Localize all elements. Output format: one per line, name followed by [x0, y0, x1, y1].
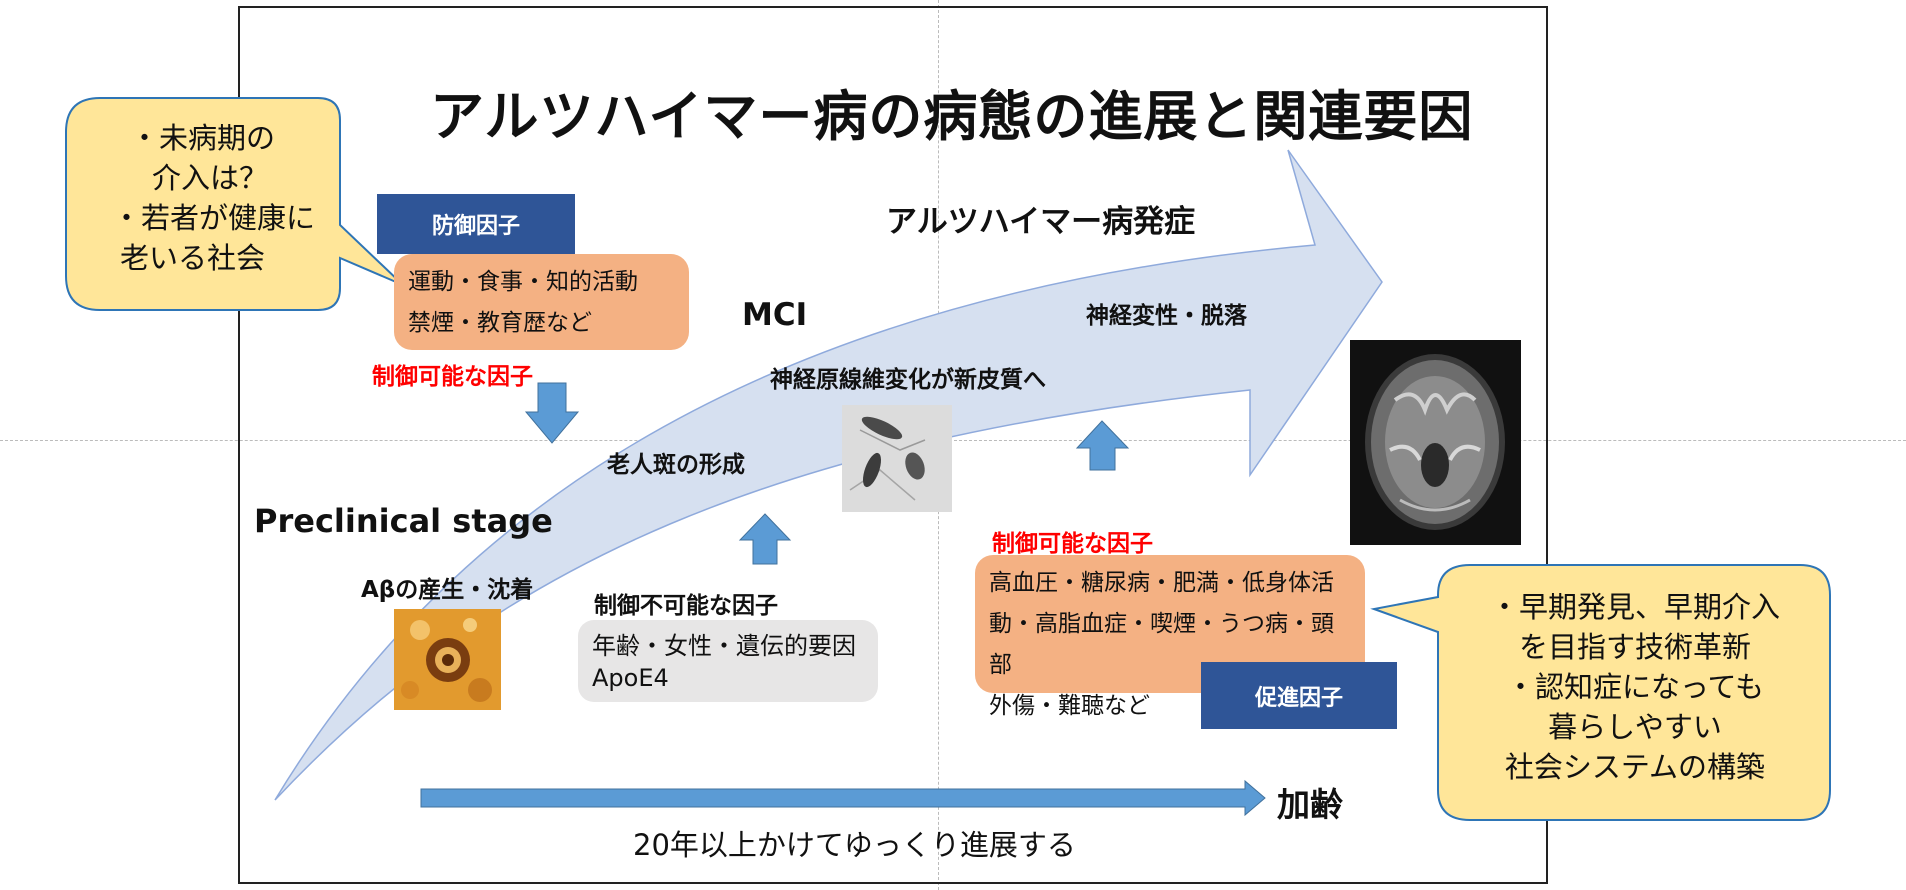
amyloid-plaque-image: [394, 609, 501, 710]
senile-plaque-label: 老人斑の形成: [607, 452, 745, 478]
callout-line: ・早期発見、早期介入: [1489, 590, 1780, 624]
promoting-item: 動・高脂血症・喫煙・うつ病・頭部: [989, 611, 1334, 678]
promoting-item: 外傷・難聴など: [989, 693, 1150, 719]
brain-mri-image: [1350, 340, 1521, 545]
slide-frame: [238, 6, 1548, 884]
protective-item: 禁煙・教育歴など: [408, 310, 592, 336]
aging-caption: 20年以上かけてゆっくり進展する: [633, 828, 1076, 862]
controllable-factor-label: 制御可能な因子: [992, 531, 1153, 557]
neurofibrillary-label: 神経原線維変化が新皮質へ: [770, 367, 1046, 393]
uncontrollable-item: 年齢・女性・遺伝的要因: [592, 632, 856, 660]
uncontrollable-item: ApoE4: [592, 664, 669, 692]
promoting-factor-box: 高血圧・糖尿病・肥満・低身体活 動・高脂血症・喫煙・うつ病・頭部 外傷・難聴など: [975, 555, 1365, 719]
stage-onset-label: アルツハイマー病発症: [886, 204, 1196, 240]
right-callout-bubble: [1370, 564, 1831, 821]
promoting-factor-label: 促進因子: [1201, 662, 1397, 729]
uncontrollable-factor-label: 制御不可能な因子: [594, 593, 778, 619]
page-title: アルツハイマー病の病態の進展と関連要因: [430, 85, 1474, 148]
right-callout-text: ・早期発見、早期介入 を目指す技術革新 ・認知症になっても 暮らしやすい 社会シ…: [1440, 587, 1830, 787]
neuro-degeneration-label: 神経変性・脱落: [1086, 303, 1247, 329]
stage-preclinical-label: Preclinical stage: [254, 502, 553, 540]
callout-line: 暮らしやすい: [1548, 710, 1722, 744]
protective-factor-box: 運動・食事・知的活動 禁煙・教育歴など: [394, 254, 689, 350]
guide-line-horizontal: [0, 440, 1906, 441]
up-arrow-icon: [1075, 420, 1130, 471]
left-callout-bubble: [65, 97, 404, 311]
uncontrollable-factor-box: 年齢・女性・遺伝的要因 ApoE4: [578, 620, 878, 702]
callout-line: ・認知症になっても: [1505, 670, 1765, 704]
callout-line: 介入は？: [152, 161, 269, 195]
protective-factor-label: 防御因子: [377, 194, 575, 254]
up-arrow-icon: [738, 513, 792, 565]
callout-line: 社会システムの構築: [1504, 750, 1766, 784]
neurofibrillary-image: [842, 405, 952, 512]
aging-arrow: [420, 779, 1266, 817]
left-callout-text: ・未病期の 介入は？ ・若者が健康に 老いる社会: [112, 118, 342, 278]
callout-line: 老いる社会: [120, 241, 266, 275]
progression-arrow: [274, 149, 1383, 801]
promoting-item: 高血圧・糖尿病・肥満・低身体活: [989, 570, 1334, 596]
abeta-label: Aβの産生・沈着: [361, 577, 534, 603]
aging-label: 加齢: [1277, 785, 1343, 824]
protective-item: 運動・食事・知的活動: [408, 269, 638, 295]
callout-line: を目指す技術革新: [1518, 630, 1751, 664]
callout-line: ・未病期の: [130, 121, 276, 155]
down-arrow-icon: [524, 382, 580, 444]
callout-line: ・若者が健康に: [112, 201, 316, 235]
controllable-factor-label: 制御可能な因子: [372, 364, 533, 390]
stage-mci-label: MCI: [742, 297, 808, 333]
